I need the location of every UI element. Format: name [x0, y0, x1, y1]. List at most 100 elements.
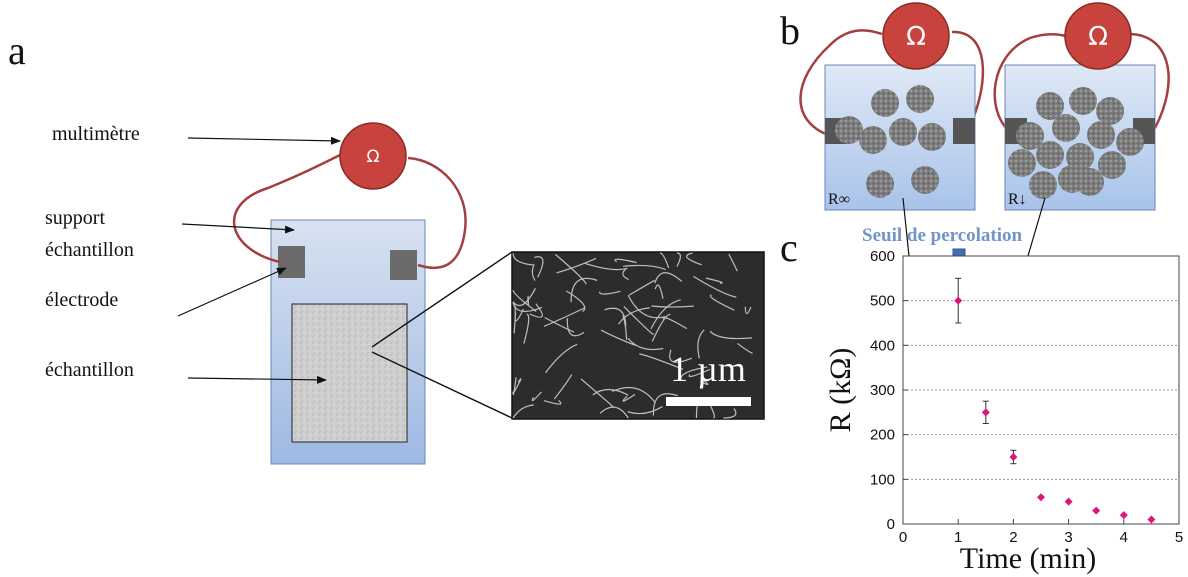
sample [291, 303, 408, 443]
sem-fiber [534, 256, 544, 278]
multimeter-b2-symbol: Ω [1088, 22, 1108, 52]
sem-fiber [628, 279, 655, 296]
x-tick-label: 1 [954, 529, 962, 546]
sem-fiber [693, 275, 737, 298]
data-point [1064, 497, 1073, 506]
sem-fiber [709, 330, 753, 340]
sem-fiber [531, 265, 536, 281]
sem-fiber [543, 399, 562, 405]
arrow-electrode [177, 267, 287, 317]
sem-fiber [531, 391, 542, 402]
panel-a-letter: a [8, 28, 26, 73]
sem-fiber [622, 393, 636, 402]
sem-fiber [543, 307, 586, 327]
sem-fiber [555, 254, 587, 285]
sem-fiber [723, 408, 737, 419]
resistance-infinite: R∞ [828, 191, 850, 208]
percolation-label: Seuil de percolation [862, 225, 1023, 246]
y-tick-label: 0 [887, 516, 895, 533]
sem-fiber [570, 277, 598, 303]
y-tick-label: 600 [870, 248, 895, 265]
panel-b-letter: b [780, 8, 800, 53]
sem-fiber [654, 272, 683, 284]
scale-bar [666, 397, 751, 406]
sem-fiber [676, 252, 682, 267]
sem-fiber [512, 289, 537, 312]
sem-fiber [512, 378, 522, 395]
multimeter-b1-symbol: Ω [906, 22, 926, 52]
chart-grid [903, 300, 1179, 480]
label-sample: échantillon [45, 359, 134, 381]
sem-fiber [598, 290, 621, 295]
sem-fiber [650, 299, 681, 330]
multimeter-symbol: Ω [367, 147, 380, 167]
x-tick-label: 0 [899, 529, 907, 546]
wire-b-left-1 [799, 29, 883, 137]
sem-fiber [527, 295, 530, 307]
particles-high-density [1008, 87, 1144, 199]
y-tick-label: 200 [870, 427, 895, 444]
sem-fiber [622, 315, 628, 340]
y-tick-label: 100 [870, 471, 895, 488]
data-point [1092, 506, 1101, 515]
sem-fiber [679, 366, 708, 381]
sem-image: 1 µm [511, 251, 765, 420]
multimeter-icon [339, 122, 407, 190]
x-tick-label: 4 [1120, 529, 1128, 546]
sem-fiber [697, 329, 705, 359]
scale-bar-label: 1 µm [670, 349, 746, 389]
sem-fiber [599, 406, 629, 419]
sem-fiber [627, 294, 666, 319]
sem-fiber [512, 302, 543, 313]
sem-fiber [617, 307, 650, 325]
sem-fiber [688, 368, 711, 378]
label-multimeter: multimètre [52, 123, 140, 145]
resistance-decreasing: R↓ [1008, 191, 1027, 208]
label-electrode: électrode [45, 289, 118, 311]
y-tick-label: 300 [870, 382, 895, 399]
data-point [981, 408, 990, 417]
sem-fiber [627, 337, 664, 351]
sem-fiber [669, 349, 693, 363]
sem-fiber [686, 252, 702, 266]
sem-fiber [529, 303, 543, 318]
sem-fiber [728, 253, 738, 272]
arrow-b-to-c-left [902, 197, 914, 267]
sem-fiber [654, 284, 664, 299]
sem-fiber [600, 329, 636, 346]
data-point [1037, 493, 1045, 502]
sem-fiber [622, 267, 630, 281]
particles-low-density [835, 85, 946, 198]
sem-fiber [639, 353, 684, 370]
panel-c-letter: c [780, 225, 798, 270]
multimeter-b1-icon [882, 2, 950, 70]
arrow-sample [187, 375, 327, 384]
wire-b-right-2 [1129, 32, 1170, 129]
data-point [1119, 511, 1128, 520]
sem-fiber [512, 404, 534, 419]
x-tick-label: 3 [1064, 529, 1072, 546]
sem-fiber [545, 343, 578, 374]
sem-fiber [566, 318, 585, 337]
data-points [954, 277, 1156, 524]
sem-fiber [651, 305, 694, 308]
wire-right [407, 156, 467, 269]
data-point [1147, 515, 1156, 524]
sem-fiber [544, 317, 575, 333]
data-point [954, 296, 963, 305]
sem-fiber [659, 252, 670, 269]
multimeter-b2-icon [1064, 2, 1132, 70]
sem-fiber [614, 258, 637, 264]
sem-fiber [651, 313, 671, 342]
sem-fiber [705, 277, 723, 284]
zoom-line-top [371, 251, 513, 348]
sem-fiber [512, 288, 536, 307]
y-tick-label: 400 [870, 337, 895, 354]
y-tick-label: 500 [870, 293, 895, 310]
y-axis-label: R (kΩ) [824, 348, 857, 433]
data-point [1009, 453, 1018, 461]
sem-fiber [662, 317, 688, 330]
